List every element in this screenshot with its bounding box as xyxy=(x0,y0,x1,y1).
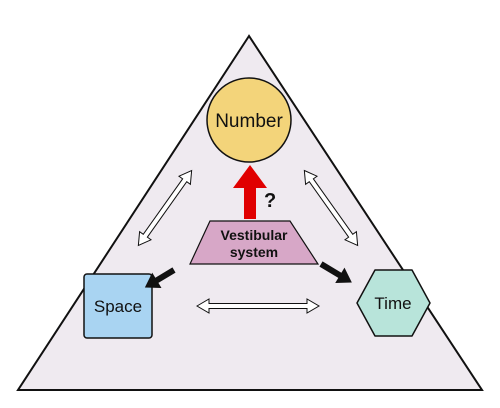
arrow-vestibular-to-space xyxy=(144,267,176,289)
double-arrow-number-time xyxy=(303,169,359,247)
vestibular-label-line1: Vestibular xyxy=(221,227,288,243)
double-arrow-space-time xyxy=(196,298,320,314)
double-arrow-number-space xyxy=(137,169,193,247)
time-node xyxy=(356,269,431,337)
arrow-vestibular-to-time xyxy=(319,261,352,284)
space-label: Space xyxy=(94,297,142,316)
question-mark: ? xyxy=(264,190,276,212)
number-node xyxy=(206,77,292,163)
number-label: Number xyxy=(215,111,283,132)
vestibular-system-node xyxy=(189,220,320,265)
space-node xyxy=(83,273,153,339)
red-arrow-vestibular-to-number xyxy=(233,165,267,219)
vestibular-label-line2: system xyxy=(230,244,278,260)
time-label: Time xyxy=(374,294,411,313)
